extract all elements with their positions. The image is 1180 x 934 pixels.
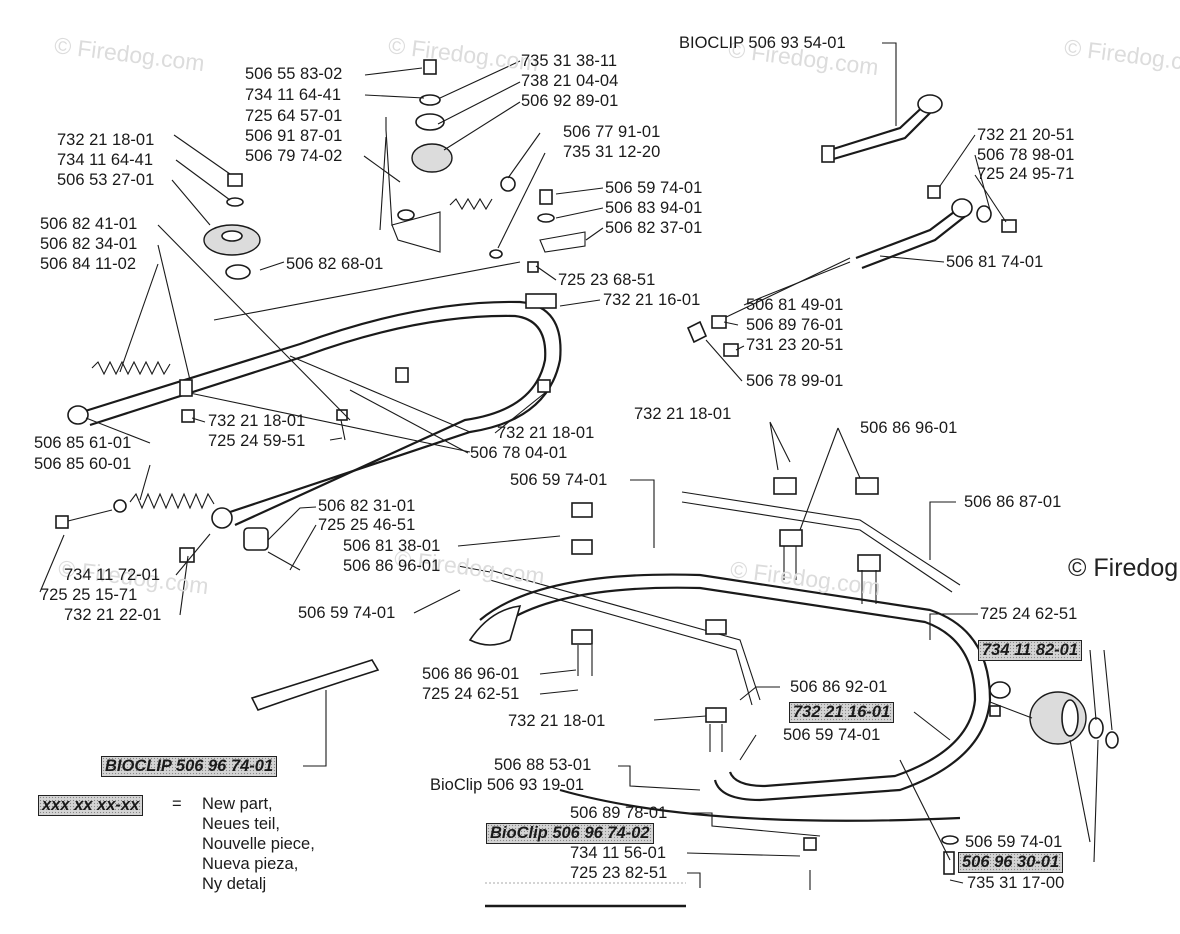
part-label: 725 23 68-51 (558, 271, 656, 289)
part-label: 506 82 41-01 (40, 215, 138, 233)
part-label: 506 79 74-02 (245, 147, 343, 165)
part-label: 725 24 62-51 (980, 605, 1078, 623)
part-label: 732 21 18-01 (208, 412, 306, 430)
part-label: 725 25 46-51 (318, 516, 416, 534)
legend-line: New part, (202, 795, 273, 813)
part-label: 732 21 18-01 (634, 405, 732, 423)
part-label: 506 85 60-01 (34, 455, 132, 473)
part-label: BioClip 506 93 19-01 (430, 776, 585, 794)
part-label: 506 89 76-01 (746, 316, 844, 334)
part-label: 734 11 72-01 (64, 566, 161, 584)
legend-equals: = (172, 795, 182, 813)
part-label: 725 24 59-51 (208, 432, 306, 450)
part-label: 725 25 15-71 (40, 586, 138, 604)
part-label: 506 81 49-01 (746, 296, 844, 314)
watermark-strong: © Firedog (1068, 554, 1179, 582)
part-label: 731 23 20-51 (746, 336, 844, 354)
part-label: 506 78 99-01 (746, 372, 844, 390)
part-label: 735 31 17-00 (967, 874, 1065, 892)
part-label: 725 24 62-51 (422, 685, 520, 703)
part-label: 506 89 78-01 (570, 804, 668, 822)
part-label: 732 21 18-01 (497, 424, 595, 442)
part-label: 506 59 74-01 (783, 726, 881, 744)
part-label: 732 21 16-01 (603, 291, 701, 309)
part-label: 506 82 68-01 (286, 255, 384, 273)
part-label: 734 11 64-41 (245, 86, 342, 104)
part-label: 725 64 57-01 (245, 107, 343, 125)
legend-line: Ny detalj (202, 875, 267, 893)
part-label: 506 81 74-01 (946, 253, 1044, 271)
part-label: 732 21 22-01 (64, 606, 162, 624)
part-label: 506 86 92-01 (790, 678, 888, 696)
new-part-label: 734 11 82-01 (978, 640, 1083, 661)
part-label: 506 78 98-01 (977, 146, 1075, 164)
lower-right-assembly (468, 477, 1119, 890)
part-label: 506 86 96-01 (343, 557, 441, 575)
part-label: 506 59 74-01 (510, 471, 608, 489)
part-label: 506 88 53-01 (494, 756, 592, 774)
part-label: 725 23 82-51 (570, 864, 668, 882)
part-label: 506 92 89-01 (521, 92, 619, 110)
part-label: 735 31 12-20 (563, 143, 661, 161)
part-label: 506 59 74-01 (965, 833, 1063, 851)
part-label: 506 86 96-01 (422, 665, 520, 683)
part-label: 734 11 64-41 (57, 151, 154, 169)
part-label: 506 84 11-02 (40, 255, 137, 273)
part-label: 506 82 37-01 (605, 219, 703, 237)
part-label: 734 11 56-01 (570, 844, 667, 862)
upper-left-assembly (55, 59, 586, 571)
new-part-label: 506 96 30-01 (958, 852, 1064, 873)
part-label: 506 77 91-01 (563, 123, 661, 141)
part-label: 506 55 83-02 (245, 65, 343, 83)
part-label: 506 86 87-01 (964, 493, 1062, 511)
part-label: 735 31 38-11 (521, 52, 618, 70)
legend-line: Nueva pieza, (202, 855, 299, 873)
part-label: 732 21 18-01 (508, 712, 606, 730)
new-part-label: BioClip 506 96 74-02 (486, 823, 654, 844)
legend-sample-box: xxx xx xx-xx (38, 795, 144, 816)
part-label: 738 21 04-04 (521, 72, 619, 90)
part-label: 506 53 27-01 (57, 171, 155, 189)
new-part-label: 732 21 16-01 (789, 702, 895, 723)
part-label: 506 59 74-01 (298, 604, 396, 622)
part-label: 506 85 61-01 (34, 434, 132, 452)
part-label: 506 78 04-01 (470, 444, 568, 462)
part-label: 732 21 18-01 (57, 131, 155, 149)
part-label: 725 24 95-71 (977, 165, 1075, 183)
part-label: BIOCLIP 506 93 54-01 (679, 34, 846, 52)
part-label: 506 82 31-01 (318, 497, 416, 515)
part-label: 506 59 74-01 (605, 179, 703, 197)
new-part-label: BIOCLIP 506 96 74-01 (101, 756, 278, 777)
part-label: 506 82 34-01 (40, 235, 138, 253)
legend-line: Neues teil, (202, 815, 280, 833)
part-label: 506 81 38-01 (343, 537, 441, 555)
leader-lines (39, 42, 1113, 908)
legend-line: Nouvelle piece, (202, 835, 315, 853)
part-label: 506 91 87-01 (245, 127, 343, 145)
part-label: 732 21 20-51 (977, 126, 1075, 144)
part-label: 506 86 96-01 (860, 419, 958, 437)
part-label: 506 83 94-01 (605, 199, 703, 217)
upper-right-assembly (686, 94, 1017, 357)
